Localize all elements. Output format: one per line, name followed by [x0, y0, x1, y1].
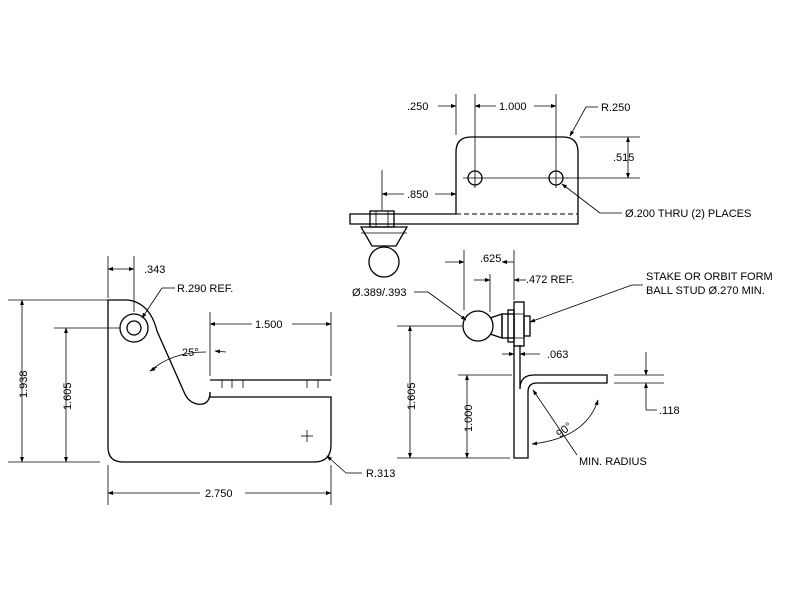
side-view: .625 .472 REF. Ø.389/.393 STAKE OR ORBIT…	[352, 250, 773, 468]
dim-edge: .250	[407, 101, 428, 113]
dim-overall-height: 1.938	[18, 370, 30, 398]
dim-flange-height: 1.000	[463, 404, 475, 432]
bend-angle: 90°	[554, 420, 574, 440]
top-view: .250 1.000 R.250 .515 .850 Ø.200 THRU (2…	[349, 94, 751, 278]
side-bracket-outline	[513, 345, 608, 459]
hole-radius-note: R.290 REF.	[177, 283, 233, 295]
dim-hole-depth: .515	[613, 152, 634, 164]
stud-note-line2: BALL STUD Ø.270 MIN.	[646, 285, 765, 297]
top-ball-stud	[359, 210, 409, 278]
front-hole-outer	[119, 313, 149, 343]
dim-ball-spacing: .625	[480, 253, 501, 265]
side-ball-stud	[462, 301, 531, 347]
dim-thickness: .063	[547, 349, 568, 361]
front-view: .343 R.290 REF. 1.938 1.605 1.500 25° 2.…	[8, 256, 395, 505]
serration-ticks	[221, 380, 319, 388]
dim-overall-width: 2.750	[205, 488, 233, 500]
corner-radius-top: R.250	[601, 102, 630, 114]
min-radius-note: MIN. RADIUS	[579, 456, 647, 468]
dim-hole-height: 1.605	[62, 382, 74, 410]
angle-label: 25°	[182, 347, 199, 359]
hole-note: Ø.200 THRU (2) PLACES	[625, 208, 751, 220]
dim-hole-offset: .343	[144, 264, 165, 276]
dim-ball-height: 1.605	[406, 382, 418, 410]
corner-radius-note: R.313	[366, 468, 395, 480]
stud-note-line1: STAKE OR ORBIT FORM	[646, 271, 773, 283]
front-bracket-outline	[107, 299, 332, 463]
front-hole-inner	[126, 320, 142, 336]
dim-slot-length: 1.500	[255, 319, 283, 331]
ball-diameter: Ø.389/.393	[352, 287, 406, 299]
dim-stud-offset: .850	[407, 189, 428, 201]
dim-flange-thickness: .118	[659, 405, 680, 417]
top-plate-outline	[349, 136, 579, 225]
dim-hole-spacing: 1.000	[499, 101, 527, 113]
dim-ref: .472 REF.	[526, 274, 574, 286]
